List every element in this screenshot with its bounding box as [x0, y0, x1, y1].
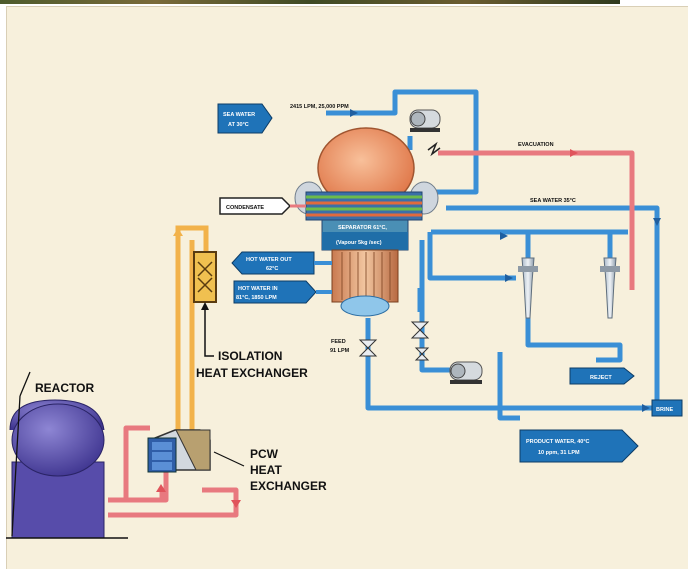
hot-water-out-label: HOT WATER OUT 62°C: [231, 251, 332, 275]
isolation-hx-line2: HEAT EXCHANGER: [196, 366, 308, 380]
hot-water-out-line1: HOT WATER OUT: [246, 257, 292, 263]
evacuation-label: EVACUATION: [518, 142, 554, 148]
condensate-label: CONDENSATE: [219, 197, 306, 215]
pcw-hx-line2: HEAT: [250, 463, 282, 477]
product-pump: [449, 361, 483, 384]
control-valves: [358, 321, 430, 361]
hot-water-out-line2: 62°C: [266, 266, 278, 272]
sea-water-inlet-line2: AT 30°C: [228, 122, 249, 128]
hot-piping: [108, 150, 635, 518]
product-water-label: PRODUCT WATER, 40°C 10 ppm, 31 LPM: [519, 429, 639, 463]
product-water-line2: 10 ppm, 31 LPM: [538, 450, 580, 456]
top-photo-strip: [0, 0, 620, 4]
hot-water-in-line1: HOT WATER IN: [238, 286, 278, 292]
separator-line1: SEPARATOR 61°C,: [338, 225, 387, 231]
reactor-vessel: [6, 371, 128, 539]
flow-arrows-red: [156, 149, 578, 508]
flow-arrows-blue: [350, 109, 661, 412]
condensate-text: CONDENSATE: [226, 205, 264, 211]
reactor-label: REACTOR: [35, 381, 94, 395]
sea-water-inlet-label: SEA WATER AT 30°C: [217, 103, 273, 134]
isolation-loop-piping: [175, 225, 209, 430]
reject-text: REJECT: [590, 375, 612, 381]
feed-line2: 91 LPM: [330, 348, 350, 354]
pcw-hx-line1: PCW: [250, 447, 279, 461]
product-water-line1: PRODUCT WATER, 40°C: [526, 439, 590, 445]
ejector-right: [600, 257, 620, 319]
ejector-left: [518, 257, 538, 319]
separator-line2: (Vapour 5kg /sec): [336, 240, 382, 246]
flow-arrow-yellow: [173, 228, 183, 236]
sea-water-inlet-line1: SEA WATER: [223, 112, 255, 118]
brine-text: BRINE: [656, 407, 673, 413]
feed-line1: FEED: [331, 339, 346, 345]
reject-label: REJECT: [569, 367, 635, 385]
pcw-hx-line3: EXCHANGER: [250, 479, 327, 493]
hot-water-in-label: HOT WATER IN 81°C, 1850 LPM: [233, 280, 332, 304]
brine-label: BRINE: [651, 399, 683, 417]
evaporator-vessel: [294, 127, 439, 317]
hot-water-in-line2: 81°C, 1850 LPM: [236, 295, 277, 301]
sea-water-35-label: SEA WATER 35°C: [530, 198, 576, 204]
sea-water-pump: [409, 109, 441, 132]
isolation-hx-line1: ISOLATION: [218, 349, 282, 363]
pcw-heat-exchanger: [147, 429, 245, 473]
sea-water-flow-label: 2415 LPM, 25,000 PPM: [290, 104, 349, 110]
isolation-heat-exchanger: [193, 251, 217, 357]
check-valve: [427, 141, 441, 157]
